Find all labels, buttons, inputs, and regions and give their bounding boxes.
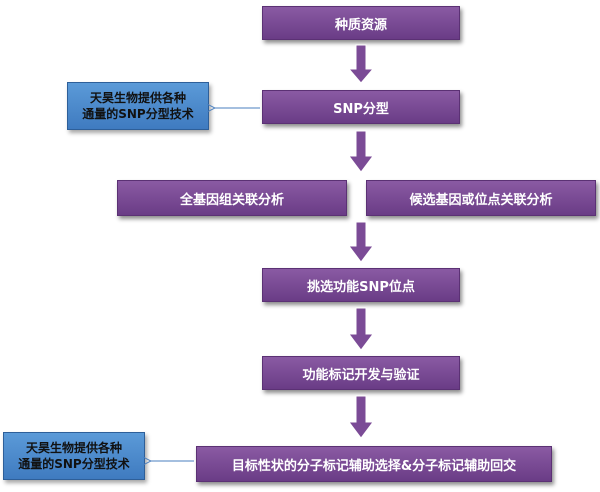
step-snp-genotyping: SNP分型 xyxy=(262,90,460,124)
step-marker-assisted-selection: 目标性状的分子标记辅助选择&分子标记辅助回交 xyxy=(196,446,552,482)
note-top-line1: 天昊生物提供各种 xyxy=(89,91,186,105)
step-select-functional-snp: 挑选功能SNP位点 xyxy=(262,268,460,302)
note-snp-service-bottom: 天昊生物提供各种 通量的SNP分型技术 xyxy=(3,432,145,480)
step-germplasm-resources: 种质资源 xyxy=(262,6,460,40)
arrow-step1-to-step2 xyxy=(347,44,375,84)
note-top-line2: 通量的SNP分型技术 xyxy=(82,107,194,121)
arrow-step4-to-step5 xyxy=(348,307,374,351)
step-candidate-gene-association: 候选基因或位点关联分析 xyxy=(366,180,596,216)
note-bottom-line1: 天昊生物提供各种 xyxy=(25,441,122,455)
note-bottom-line2: 通量的SNP分型技术 xyxy=(18,457,130,471)
arrow-step2-to-step3 xyxy=(348,130,374,173)
step-gwas: 全基因组关联分析 xyxy=(117,180,347,216)
arrow-step5-to-step6 xyxy=(348,395,374,439)
arrow-step3-to-step4 xyxy=(348,221,374,263)
note-snp-service-top: 天昊生物提供各种 通量的SNP分型技术 xyxy=(67,82,209,130)
step-functional-marker-development: 功能标记开发与验证 xyxy=(262,356,460,390)
